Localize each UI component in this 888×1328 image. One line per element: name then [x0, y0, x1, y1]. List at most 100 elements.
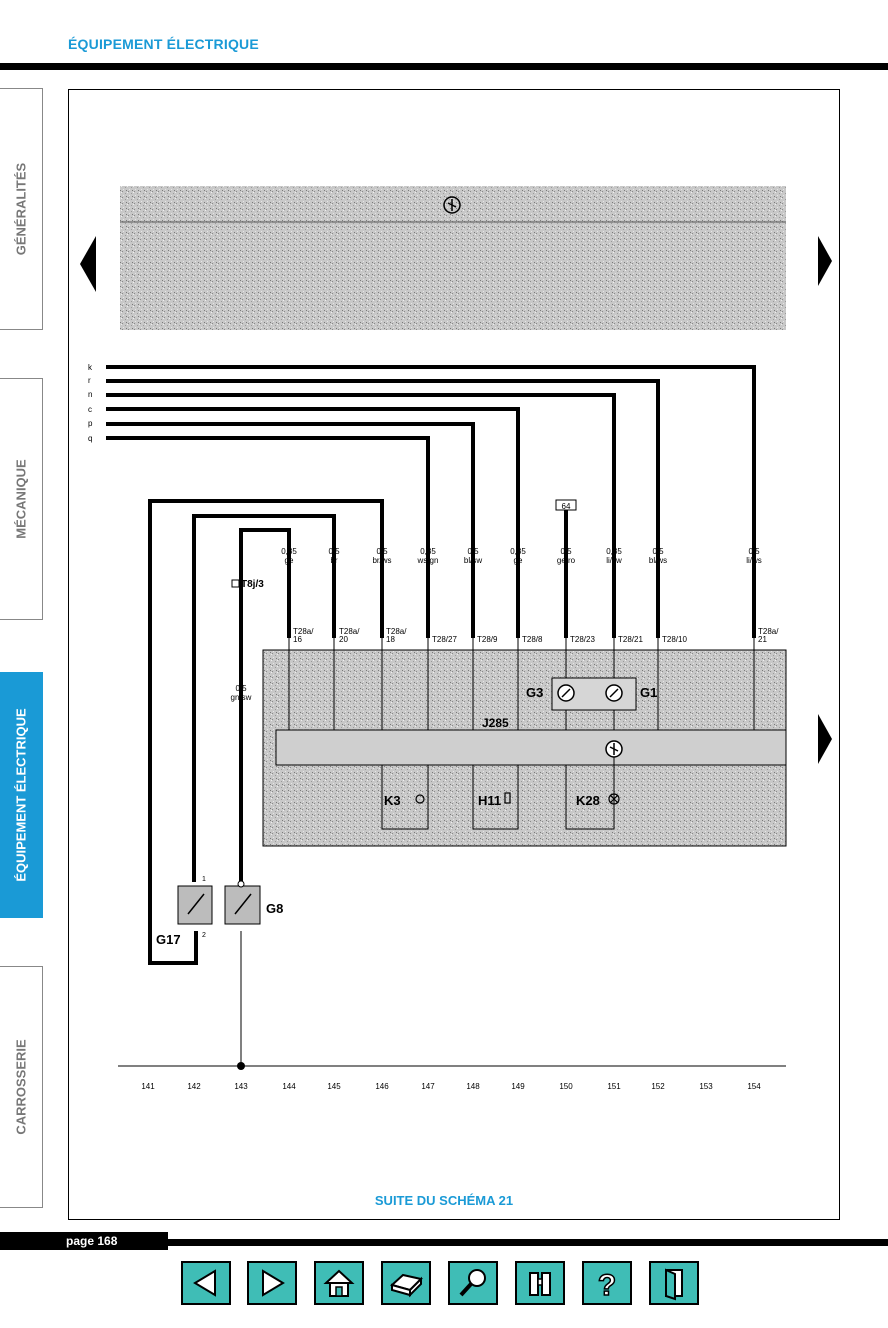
home-button[interactable] — [314, 1261, 364, 1305]
connector-t8j: T8j/3 — [241, 579, 264, 590]
search-button[interactable] — [448, 1261, 498, 1305]
wire-gauge: 0,5 — [235, 684, 247, 693]
terminal-pin: 18 — [386, 635, 395, 644]
tab-carrosserie[interactable]: CARROSSERIE — [0, 966, 43, 1208]
tab-carrosserie-label: CARROSSERIE — [13, 1039, 29, 1135]
tab-generalites[interactable]: GÉNÉRALITÉS — [0, 88, 43, 330]
next-page-button[interactable] — [247, 1261, 297, 1305]
wire-gauge: 0,35 — [420, 547, 436, 556]
bus-letter: q — [88, 434, 92, 443]
previous-page-icon — [193, 1269, 216, 1297]
wire-color: br — [330, 556, 337, 565]
wire-gauge: 0,35 — [281, 547, 297, 556]
terminal-label: T28/8 — [522, 635, 543, 644]
sensor-g17-icon — [187, 893, 205, 915]
label-g8: G8 — [266, 901, 283, 916]
track-number: 141 — [141, 1082, 155, 1091]
next-arrow-lower-icon[interactable] — [818, 714, 834, 764]
terminal-label: T28a/ — [386, 627, 407, 636]
track-number: 148 — [466, 1082, 480, 1091]
label-g1: G1 — [640, 685, 657, 700]
binoculars-icon — [529, 1272, 551, 1296]
wire-gauge: 0,5 — [560, 547, 572, 556]
wire-color: li/ws — [746, 556, 762, 565]
left-loop-wires — [148, 499, 384, 965]
terminal-pin: 16 — [293, 635, 302, 644]
terminal-label: T28a/ — [293, 627, 314, 636]
top-rule — [0, 63, 888, 70]
track-number: 151 — [607, 1082, 621, 1091]
wire-color: br/ws — [372, 556, 391, 565]
wire-color: ge — [514, 556, 523, 565]
ground-symbol-top-icon — [443, 196, 461, 214]
help-button[interactable]: ? — [582, 1261, 632, 1305]
bus-letter: p — [88, 419, 93, 428]
svg-text:?: ? — [598, 1269, 616, 1302]
diagram-frame — [68, 89, 840, 1220]
wiring-diagram: k r n c p q 64 T8j/3 0,35 ge 0,5 br 0,5 … — [88, 186, 787, 1091]
ground-symbol-cluster-icon — [605, 740, 623, 758]
wire-gauge: 0,5 — [748, 547, 760, 556]
wire-gauge: 0,35 — [606, 547, 622, 556]
label-k28: K28 — [576, 793, 600, 808]
cluster-bus — [275, 729, 787, 766]
terminal-label: T28/10 — [662, 635, 687, 644]
bus-letter: c — [88, 405, 92, 414]
sensor-pin: 2 — [202, 932, 206, 939]
terminal-label: T28/27 — [432, 635, 457, 644]
bus-letter: k — [88, 363, 93, 372]
home-icon — [323, 1269, 355, 1297]
sensor-pin: 1 — [202, 876, 206, 883]
track-number: 143 — [234, 1082, 248, 1091]
next-arrow-icon[interactable] — [818, 236, 834, 286]
prev-arrow-icon[interactable] — [80, 236, 98, 292]
print-button[interactable] — [381, 1261, 431, 1305]
previous-page-button[interactable] — [181, 1261, 231, 1305]
tab-mecanique-label: MÉCANIQUE — [13, 459, 29, 539]
terminal-label: T28/9 — [477, 635, 498, 644]
track-number: 154 — [747, 1082, 761, 1091]
track-number: 145 — [327, 1082, 341, 1091]
wire-color: ge/ro — [557, 556, 576, 565]
wire-gauge: 0,5 — [376, 547, 388, 556]
track-number: 150 — [559, 1082, 573, 1091]
label-g17: G17 — [156, 932, 181, 947]
wire-color: ge — [285, 556, 294, 565]
label-j285: J285 — [482, 716, 509, 730]
exit-button[interactable] — [649, 1261, 699, 1305]
tab-equipement-electrique[interactable]: ÉQUIPEMENT ÉLECTRIQUE — [0, 672, 43, 918]
next-page-icon — [262, 1269, 285, 1297]
bottom-rule — [168, 1239, 888, 1246]
terminal-pin: 21 — [758, 635, 767, 644]
binoculars-button[interactable] — [515, 1261, 565, 1305]
track-number: 153 — [699, 1082, 713, 1091]
page-number: page 168 — [0, 1232, 168, 1250]
wire-color: bl/sw — [464, 556, 482, 565]
terminal-label: T28/21 — [618, 635, 643, 644]
instrument-panel-area — [120, 186, 786, 330]
terminal-pin: 20 — [339, 635, 348, 644]
print-icon — [389, 1273, 423, 1298]
wire-gauge: 0,35 — [510, 547, 526, 556]
sensor-g8-icon — [234, 893, 252, 915]
tab-mecanique[interactable]: MÉCANIQUE — [0, 378, 43, 620]
terminal-label: T28a/ — [758, 627, 779, 636]
label-g3: G3 — [526, 685, 543, 700]
page-title: ÉQUIPEMENT ÉLECTRIQUE — [68, 36, 259, 52]
track-number: 146 — [375, 1082, 389, 1091]
search-icon — [459, 1269, 486, 1297]
tab-equipement-electrique-label: ÉQUIPEMENT ÉLECTRIQUE — [13, 708, 29, 882]
diagram-caption: SUITE DU SCHÉMA 21 — [374, 1193, 514, 1208]
wire-gauge: 0,5 — [328, 547, 340, 556]
wire-color: ws/gn — [417, 556, 439, 565]
bus-wires — [106, 365, 756, 638]
track-number: 144 — [282, 1082, 296, 1091]
buzzer-h11-icon — [504, 792, 511, 804]
wire-gauge: 0,5 — [467, 547, 479, 556]
terminal-label: T28a/ — [339, 627, 360, 636]
label-h11: H11 — [478, 793, 501, 808]
ref-box-64: 64 — [562, 502, 571, 511]
terminal-label: T28/23 — [570, 635, 595, 644]
wire-color: bl/ws — [649, 556, 667, 565]
track-number: 142 — [187, 1082, 201, 1091]
